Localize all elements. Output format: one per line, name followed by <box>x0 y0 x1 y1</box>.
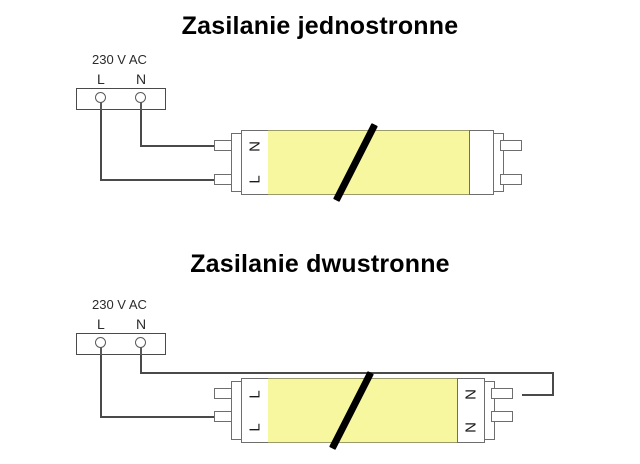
tube-1-left-cap: N L <box>241 130 269 195</box>
wire-l-vertical-2 <box>100 355 102 417</box>
tube-1-right-pin-bottom <box>500 174 522 185</box>
tube-2-right-cap: N N <box>457 378 485 443</box>
tube-2-left-cap-letter-bottom: L <box>246 423 264 432</box>
wire-n-to-pin-2 <box>522 394 554 396</box>
wire-n-vertical-2 <box>140 355 142 373</box>
terminal-block-1 <box>76 88 166 110</box>
voltage-label-1: 230 V AC <box>92 52 147 67</box>
tube-1-left-cap-letter-bottom: L <box>246 175 264 184</box>
tube-1-left-cap-letter-top: N <box>246 141 264 152</box>
terminal-block-2 <box>76 333 166 355</box>
terminal-stem-l-1 <box>100 102 102 110</box>
wire-n-vertical-1 <box>140 110 142 146</box>
wire-n-horizontal-1 <box>140 145 228 147</box>
wire-n-top-run-2 <box>140 372 554 374</box>
terminal-stem-l-2 <box>100 347 102 355</box>
terminal-letter-l-1: L <box>97 71 105 87</box>
diagram-title-double-sided: Zasilanie dwustronne <box>190 250 450 278</box>
tube-1-right-neck <box>493 133 504 192</box>
tube-1-right-pin-top <box>500 140 522 151</box>
tube-2-left-cap: L L <box>241 378 269 443</box>
terminal-letter-l-2: L <box>97 316 105 332</box>
tube-2-right-cap-letter-top: N <box>462 389 480 400</box>
terminal-letter-n-2: N <box>136 316 147 332</box>
wire-n-dropdown-2 <box>552 372 554 396</box>
wire-l-horizontal-2 <box>100 416 228 418</box>
tube-2-right-pin-bottom <box>491 411 513 422</box>
terminal-stem-n-2 <box>140 347 142 355</box>
terminal-stem-n-1 <box>140 102 142 110</box>
tube-1-right-cap <box>469 130 494 195</box>
tube-2-right-neck <box>484 381 495 440</box>
tube-2-right-cap-letter-bottom: N <box>462 422 480 433</box>
voltage-label-2: 230 V AC <box>92 297 147 312</box>
diagram-title-single-sided: Zasilanie jednostronne <box>181 12 459 40</box>
tube-2-right-pin-top <box>491 388 513 399</box>
tube-2-left-cap-letter-top: L <box>246 390 264 399</box>
wire-l-vertical-1 <box>100 110 102 180</box>
terminal-letter-n-1: N <box>136 71 147 87</box>
wire-l-horizontal-1 <box>100 179 228 181</box>
